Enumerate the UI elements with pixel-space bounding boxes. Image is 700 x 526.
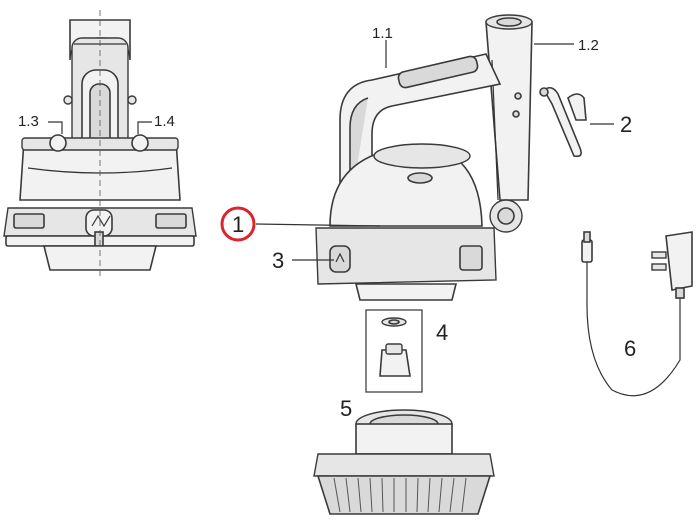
clip-part bbox=[539, 86, 614, 158]
charger-cable bbox=[581, 231, 693, 397]
callout-6: 6 bbox=[624, 336, 636, 361]
callout-4: 4 bbox=[436, 320, 448, 345]
callout-1: 1 bbox=[232, 212, 244, 237]
device-main-unit bbox=[255, 14, 574, 301]
callout-1-1: 1.1 bbox=[372, 25, 393, 42]
callout-1-4: 1.4 bbox=[154, 113, 175, 130]
adapter-parts-box bbox=[365, 309, 423, 393]
callout-2: 2 bbox=[620, 112, 632, 137]
device-front-view bbox=[3, 10, 197, 276]
callout-5: 5 bbox=[340, 396, 352, 421]
brush-head bbox=[313, 409, 495, 515]
highlight-circle bbox=[220, 206, 256, 242]
callout-3: 3 bbox=[272, 248, 284, 273]
callout-1-2: 1.2 bbox=[578, 37, 599, 54]
callout-1-3: 1.3 bbox=[18, 113, 39, 130]
